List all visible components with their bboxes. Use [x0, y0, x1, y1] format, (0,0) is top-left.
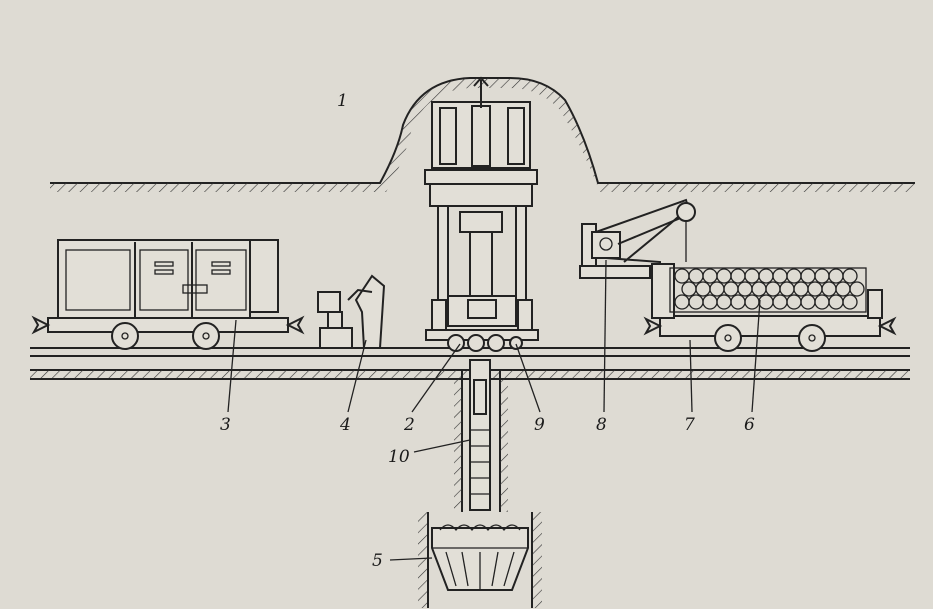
- reamer-head: [418, 512, 542, 608]
- rod-crane: [579, 198, 696, 292]
- drill-rod: [469, 359, 491, 511]
- callout-9: 9: [534, 415, 545, 435]
- callout-8: 8: [596, 415, 607, 435]
- callout-1: 1: [337, 91, 348, 111]
- power-car: [31, 239, 305, 350]
- callout-2: 2: [403, 415, 415, 435]
- borehole: [454, 370, 508, 512]
- callout-10: 10: [388, 447, 410, 467]
- pipe-car: [643, 263, 897, 352]
- callout-4: 4: [339, 415, 351, 435]
- surface-ground: [50, 77, 915, 192]
- callouts: 1 2 3 4 5 6 7 8 9 10: [220, 91, 755, 571]
- leader-lines: [227, 259, 761, 561]
- callout-6: 6: [744, 415, 755, 435]
- rod-bundle: [674, 268, 865, 310]
- callout-3: 3: [220, 415, 231, 435]
- callout-5: 5: [372, 551, 383, 571]
- operator-console: [317, 274, 386, 349]
- callout-7: 7: [684, 415, 695, 435]
- drilling-rig: [424, 76, 539, 352]
